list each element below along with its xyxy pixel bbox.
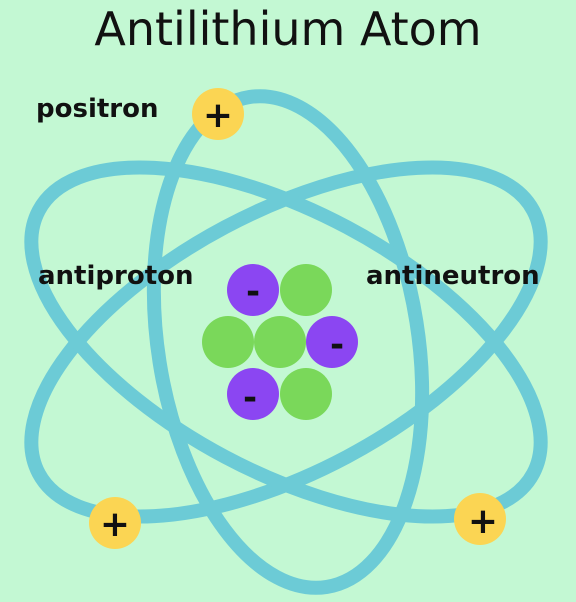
positron-charge: + — [100, 504, 130, 545]
antiproton: - — [227, 368, 279, 420]
antineutron — [280, 264, 332, 316]
antineutron-label: antineutron — [366, 261, 540, 291]
diagram-title: Antilithium Atom — [94, 2, 482, 56]
antiproton-charge: - — [330, 325, 344, 365]
positron-charge: + — [203, 95, 233, 136]
orbit-vertical — [146, 89, 430, 595]
orbit-rising — [24, 160, 548, 524]
antiproton: - — [227, 264, 279, 316]
antineutron — [280, 368, 332, 420]
antiproton-charge: - — [243, 378, 257, 418]
orbit-falling — [24, 160, 548, 524]
positron: + — [89, 497, 141, 549]
positron-label: positron — [36, 94, 159, 124]
antiproton-label: antiproton — [38, 261, 194, 291]
antineutron — [202, 316, 254, 368]
positron: + — [192, 88, 244, 140]
positron-charge: + — [468, 501, 498, 542]
antiproton-charge: - — [246, 272, 260, 312]
orbits — [24, 89, 548, 595]
antineutron — [254, 316, 306, 368]
antiproton: - — [306, 316, 358, 368]
positron: + — [454, 493, 506, 545]
nucleus: - - - — [202, 264, 358, 420]
